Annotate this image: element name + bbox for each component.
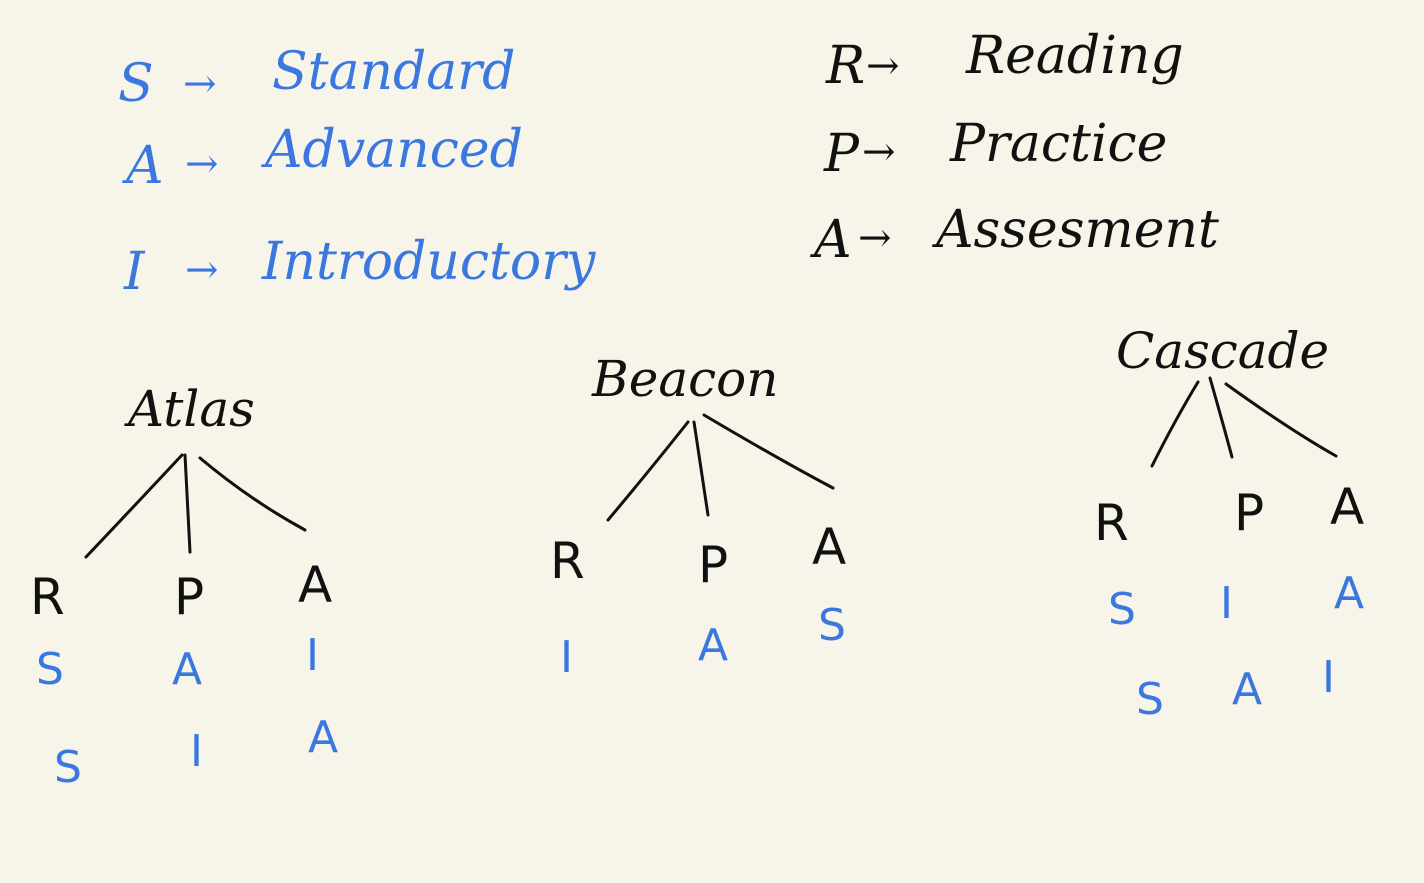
- arrow-icon: →: [185, 247, 219, 293]
- tree-root-label: Beacon: [592, 350, 779, 408]
- cascade-branch-r: [1150, 380, 1200, 468]
- arrow-icon: →: [862, 129, 896, 175]
- legend-word-reading: Reading: [966, 26, 1184, 86]
- beacon-branch-r: [606, 420, 690, 522]
- level-mark: I: [1322, 652, 1335, 703]
- legend-word-introductory: Introductory: [262, 232, 596, 292]
- arrow-icon: →: [866, 43, 900, 89]
- atlas-branch-r: [84, 453, 184, 559]
- level-mark: A: [308, 712, 339, 763]
- tree-child-label: R: [550, 532, 585, 590]
- tree-root-label: Cascade: [1116, 322, 1330, 380]
- level-mark: I: [560, 632, 573, 683]
- legend-abbr-advanced: A: [126, 136, 164, 196]
- legend-abbr-reading: R: [826, 36, 866, 96]
- level-mark: I: [306, 630, 319, 681]
- legend-abbr-introductory: I: [124, 242, 145, 302]
- tree-child-label: A: [1330, 478, 1365, 536]
- level-mark: I: [190, 726, 203, 777]
- beacon-branch-p: [692, 420, 710, 517]
- level-mark: A: [698, 620, 729, 671]
- atlas-branch-a: [198, 456, 307, 532]
- beacon-branch-a: [702, 413, 835, 490]
- tree-child-label: A: [298, 556, 333, 614]
- legend-word-standard: Standard: [272, 42, 516, 102]
- arrow-icon: →: [183, 61, 217, 107]
- level-mark: I: [1220, 578, 1233, 629]
- cascade-branch-a: [1224, 382, 1338, 458]
- tree-child-label: P: [698, 536, 729, 594]
- level-mark: S: [36, 644, 64, 695]
- arrow-icon: →: [858, 215, 892, 261]
- level-mark: A: [172, 644, 203, 695]
- legend-word-advanced: Advanced: [265, 120, 523, 180]
- tree-child-label: P: [1234, 484, 1265, 542]
- tree-child-label: P: [174, 568, 205, 626]
- level-mark: S: [54, 742, 82, 793]
- tree-child-label: R: [1094, 494, 1129, 552]
- level-mark: S: [1136, 674, 1164, 725]
- atlas-branch-p: [183, 453, 192, 554]
- legend-abbr-practice: P: [824, 124, 859, 184]
- level-mark: S: [1108, 584, 1136, 635]
- tree-child-label: A: [812, 518, 847, 576]
- level-mark: A: [1334, 568, 1365, 619]
- tree-root-label: Atlas: [128, 380, 255, 438]
- level-mark: A: [1232, 664, 1263, 715]
- legend-abbr-standard: S: [118, 54, 154, 114]
- cascade-branch-p: [1208, 376, 1234, 459]
- level-mark: S: [818, 600, 846, 651]
- legend-abbr-assesment: A: [814, 210, 852, 270]
- tree-child-label: R: [30, 568, 65, 626]
- legend-word-practice: Practice: [950, 114, 1168, 174]
- legend-word-assesment: Assesment: [936, 200, 1219, 260]
- arrow-icon: →: [185, 141, 219, 187]
